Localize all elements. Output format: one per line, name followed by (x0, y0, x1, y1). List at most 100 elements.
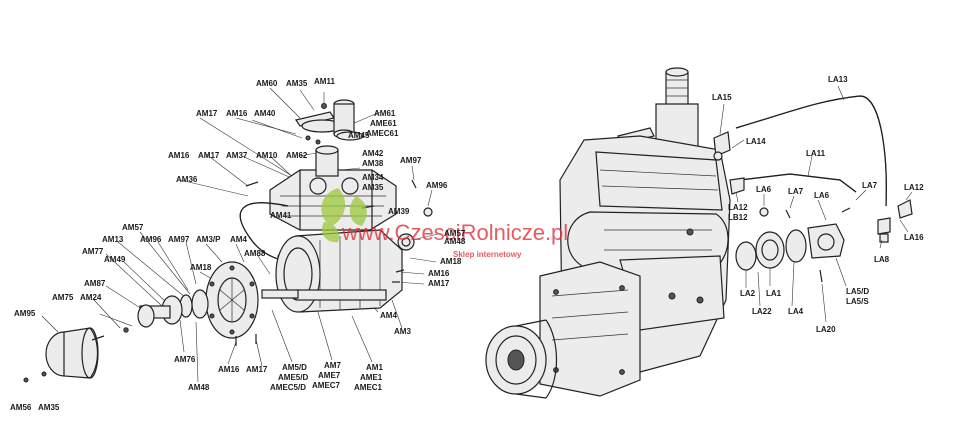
part-labels: AM60 AM35 AM11 AM61 AME61 AMEC61 AM17 AM… (10, 75, 924, 412)
label-amec7: AMEC7 (312, 381, 341, 390)
label-la20: LA20 (816, 325, 836, 334)
screws (91, 179, 433, 346)
label-la12-b: LA12 (728, 203, 748, 212)
label-am57: AM57 (122, 223, 144, 232)
label-am36: AM36 (176, 175, 198, 184)
label-la7: LA7 (788, 187, 804, 196)
label-am48-b: AM48 (188, 383, 210, 392)
leaf-logo-icon (321, 188, 367, 243)
label-am88: AM88 (244, 249, 266, 258)
front-plate (539, 261, 641, 397)
label-la14: LA14 (746, 137, 766, 146)
label-la1: LA1 (766, 289, 782, 298)
label-am18-b: AM18 (440, 257, 462, 266)
label-am97-b: AM97 (168, 235, 190, 244)
label-am37: AM37 (226, 151, 248, 160)
label-ame5d: AME5/D (278, 373, 308, 382)
label-la13: LA13 (828, 75, 848, 84)
label-lb12: LB12 (728, 213, 748, 222)
label-am13: AM13 (102, 235, 124, 244)
label-am17-c: AM17 (428, 279, 450, 288)
watermark-subtitle: Sklep internetowy (453, 250, 522, 259)
label-la2: LA2 (740, 289, 756, 298)
flange-plate (205, 261, 259, 339)
label-am10: AM10 (256, 151, 278, 160)
label-am1: AM1 (366, 363, 383, 372)
label-la5s: LA5/S (846, 297, 869, 306)
label-ame7: AME7 (318, 371, 341, 380)
label-am35-c: AM35 (38, 403, 60, 412)
label-la22: LA22 (752, 307, 772, 316)
label-am16-d: AM16 (218, 365, 240, 374)
label-ame1: AME1 (360, 373, 383, 382)
label-am62: AM62 (286, 151, 308, 160)
label-am35: AM35 (286, 79, 308, 88)
label-la7-b: LA7 (862, 181, 878, 190)
label-am56: AM56 (10, 403, 32, 412)
label-am17-b: AM17 (198, 151, 220, 160)
protective-cover (23, 327, 99, 383)
right-leader-lines (719, 85, 913, 323)
label-am40: AM40 (254, 109, 276, 118)
label-la6: LA6 (756, 185, 772, 194)
label-am96-b: AM96 (140, 235, 162, 244)
label-am48: AM48 (444, 237, 466, 246)
pipe-and-fittings (713, 95, 913, 243)
label-am17: AM17 (196, 109, 218, 118)
label-am39: AM39 (388, 207, 410, 216)
label-am77: AM77 (82, 247, 104, 256)
label-am4-b: AM4 (380, 311, 397, 320)
label-am34: AM34 (362, 173, 384, 182)
label-ame61: AME61 (370, 119, 397, 128)
label-la11: LA11 (806, 149, 826, 158)
label-am42: AM42 (362, 149, 384, 158)
label-am7: AM7 (324, 361, 341, 370)
label-am3: AM3 (394, 327, 411, 336)
label-la4: LA4 (788, 307, 804, 316)
watermark-text: www.CzesciRolnicze.pl (341, 220, 568, 245)
label-am24: AM24 (80, 293, 102, 302)
label-la8: LA8 (874, 255, 890, 264)
label-am60: AM60 (256, 79, 278, 88)
label-amec1: AMEC1 (354, 383, 383, 392)
label-la5d: LA5/D (846, 287, 869, 296)
label-la12: LA12 (904, 183, 924, 192)
label-am3p: AM3/P (196, 235, 221, 244)
label-la16: LA16 (904, 233, 924, 242)
label-am76: AM76 (174, 355, 196, 364)
top-hose-fitting (617, 67, 699, 151)
inlet-flange (485, 319, 558, 399)
label-am41: AM41 (270, 211, 292, 220)
label-am35-b: AM35 (362, 183, 384, 192)
lever-valve-assembly (295, 99, 364, 145)
label-am16-c: AM16 (428, 269, 450, 278)
right-assembled-pump (485, 67, 913, 399)
label-am95: AM95 (14, 309, 36, 318)
watermark: www.CzesciRolnicze.pl Sklep internetowy (321, 188, 568, 259)
label-am75: AM75 (52, 293, 74, 302)
label-am18: AM18 (190, 263, 212, 272)
label-la15: LA15 (712, 93, 732, 102)
label-la6-b: LA6 (814, 191, 830, 200)
label-am16-b: AM16 (168, 151, 190, 160)
label-amec61: AMEC61 (366, 129, 399, 138)
side-gauge-assembly (735, 223, 845, 283)
label-am17-d: AM17 (246, 365, 268, 374)
label-am45: AM45 (348, 131, 370, 140)
label-am5d: AM5/D (282, 363, 307, 372)
label-am96: AM96 (426, 181, 448, 190)
label-am97: AM97 (400, 156, 422, 165)
label-am57-b: AM57 (444, 229, 466, 238)
label-am4: AM4 (230, 235, 247, 244)
drive-shaft (123, 289, 299, 333)
label-am87: AM87 (84, 279, 106, 288)
label-am16: AM16 (226, 109, 248, 118)
label-am49: AM49 (104, 255, 126, 264)
label-am11: AM11 (314, 77, 335, 86)
pump-housing (559, 135, 731, 373)
label-amec5d: AMEC5/D (270, 383, 306, 392)
label-am61: AM61 (374, 109, 396, 118)
label-am38: AM38 (362, 159, 384, 168)
